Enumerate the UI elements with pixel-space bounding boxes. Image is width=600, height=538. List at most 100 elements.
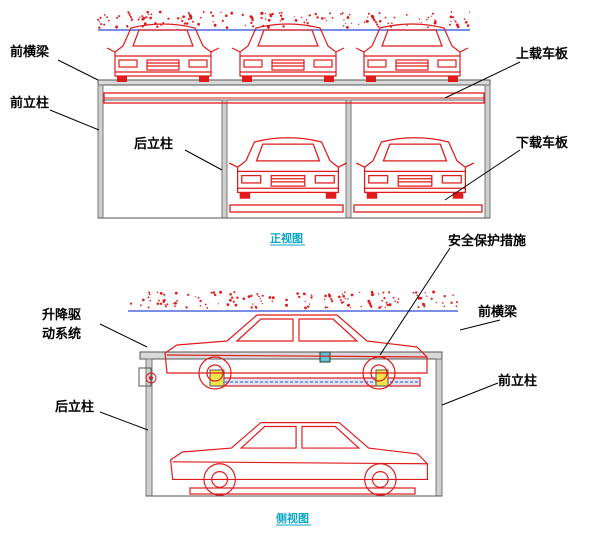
label-rear-column: 后立柱: [134, 136, 173, 152]
ceiling-dot: [225, 26, 229, 29]
ceiling-dot: [256, 294, 259, 296]
ceiling-dot: [455, 305, 458, 307]
ceiling-dot: [260, 11, 264, 15]
ceiling-dot: [128, 12, 130, 14]
ceiling-dot: [324, 306, 327, 309]
ceiling-dot: [195, 296, 197, 298]
ceiling-dot: [341, 293, 344, 295]
ceiling-dot: [241, 13, 244, 17]
side-front-column-bar: [435, 358, 443, 497]
ceiling-dot: [468, 11, 471, 13]
ceiling-dot: [307, 305, 310, 308]
ceiling-dot: [279, 14, 283, 17]
ceiling-dot: [369, 304, 373, 308]
ceiling-dot: [213, 23, 217, 27]
ceiling-dot: [350, 293, 354, 297]
ceiling-dot: [426, 18, 428, 21]
ceiling-dot: [229, 293, 232, 296]
ceiling-dot: [321, 17, 324, 20]
ceiling-dot: [260, 300, 262, 302]
ceiling-dot: [147, 306, 150, 309]
ceiling-dot: [443, 305, 446, 308]
ceiling-dot: [324, 294, 327, 298]
ceiling-dot: [340, 301, 344, 304]
ceiling-dot: [279, 20, 282, 22]
ceiling-dot: [339, 299, 342, 301]
ceiling-dot: [431, 12, 434, 15]
ceiling-dot: [432, 290, 436, 294]
ceiling-dot: [137, 18, 140, 21]
ceiling-dot: [281, 18, 284, 21]
ceiling-dot: [466, 24, 470, 27]
ceiling-dot: [271, 296, 275, 300]
ceiling-dot: [280, 11, 283, 14]
ceiling-dot: [328, 294, 332, 298]
label-lower-plate: 下载车板: [516, 135, 569, 151]
ceiling-dot: [303, 21, 306, 24]
ceiling-dot: [449, 15, 453, 19]
ceiling-dot: [226, 303, 230, 306]
ceiling-dot: [267, 26, 270, 29]
ceiling-dot: [454, 20, 457, 23]
ceiling-dot: [383, 297, 386, 300]
ceiling-dot: [231, 296, 234, 299]
ceiling-dot: [427, 26, 429, 29]
caption-side-view: 侧视图: [276, 511, 309, 525]
ceiling-dot: [158, 10, 162, 14]
ceiling-dot: [405, 14, 408, 16]
ceiling-dot: [346, 26, 349, 29]
ceiling-dot: [420, 21, 422, 24]
ceiling-dot: [300, 16, 303, 18]
ceiling-dot: [261, 294, 264, 297]
ceiling-dot: [388, 303, 392, 307]
ceiling-dot: [234, 303, 238, 307]
ceiling-dot: [189, 15, 193, 19]
ceiling-dots-side: [130, 290, 458, 310]
car-bottom-1: [228, 137, 348, 200]
ceiling-dot: [264, 18, 267, 20]
ceiling-dot: [450, 11, 453, 13]
ceiling-dot: [423, 305, 426, 308]
ceiling-dot: [385, 301, 388, 304]
ceiling-dot: [252, 25, 255, 28]
ceiling-dot: [420, 297, 423, 299]
ceiling-dot: [342, 301, 345, 303]
ceiling-dot: [118, 15, 121, 18]
ceiling-dot: [158, 299, 160, 302]
car-top-3: [355, 23, 469, 83]
ceiling-dot: [199, 16, 202, 19]
ceiling-dot: [192, 20, 194, 23]
ceiling-dot: [164, 305, 167, 308]
label-safety: 安全保护措施: [448, 233, 526, 249]
ceiling-dot: [148, 293, 151, 296]
ceiling-dot: [278, 12, 281, 14]
ceiling-dot: [146, 10, 149, 14]
ceiling-dot: [448, 23, 451, 26]
ceiling-dot: [358, 291, 361, 293]
ceiling-dot: [406, 24, 408, 27]
ceiling-dot: [370, 290, 374, 294]
ceiling-dot: [176, 17, 180, 20]
ceiling-dot: [331, 17, 334, 19]
ceiling-dot: [212, 291, 216, 294]
ceiling-dot: [250, 16, 254, 20]
ceiling-dot: [140, 304, 142, 307]
ceiling-dot: [306, 22, 309, 25]
ceiling-dot: [342, 25, 345, 27]
label-upper-plate: 上载车板: [516, 46, 569, 62]
ceiling-dot: [382, 291, 385, 294]
ceiling-dot: [367, 12, 370, 15]
ceiling-dot: [311, 295, 313, 297]
safety-device: [319, 351, 331, 363]
ceiling-dot: [98, 21, 101, 23]
ceiling-dot: [186, 22, 189, 25]
ceiling-dot: [394, 300, 396, 302]
ceiling-dot: [308, 14, 311, 17]
ceiling-dot: [185, 306, 188, 309]
ceiling-dot: [324, 17, 326, 19]
ceiling-dot: [347, 303, 350, 307]
ceiling-dot: [442, 302, 444, 304]
car-top-2: [231, 23, 345, 83]
